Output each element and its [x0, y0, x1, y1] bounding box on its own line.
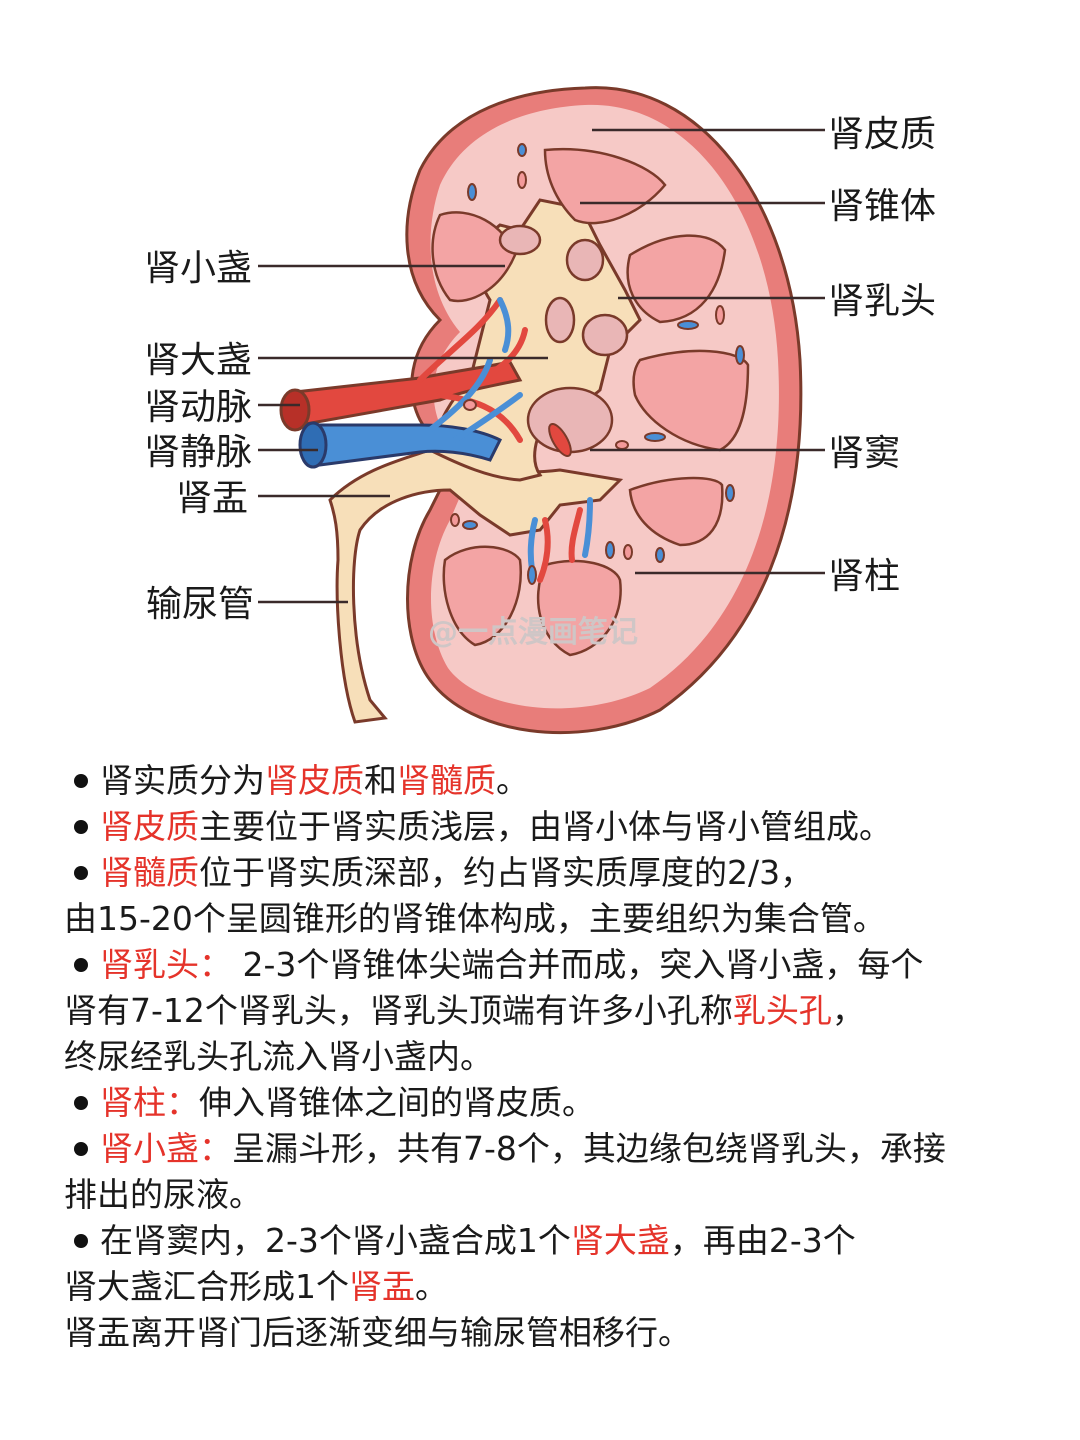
note-text: 伸入肾锥体之间的肾皮质。 [199, 1083, 595, 1122]
note-text: 位于肾实质深部，约占肾实质厚度的2/3， [199, 853, 814, 892]
bullet-icon [74, 773, 88, 788]
highlight-term: 肾乳头： [100, 945, 232, 984]
note-line-9: 肾小盏：呈漏斗形，共有7-8个，其边缘包绕肾乳头，承接 [64, 1126, 1054, 1172]
label-pelvis: 肾盂 [176, 478, 248, 519]
note-line-4: 由15-20个呈圆锥形的肾锥体构成，主要组织为集合管。 [64, 896, 1054, 942]
highlight-term: 肾皮质 [100, 807, 199, 846]
label-vein: 肾静脉 [144, 432, 252, 473]
highlight-term: 肾皮质 [265, 761, 364, 800]
highlight-term: 肾大盏 [570, 1221, 670, 1260]
note-line-3: 肾髓质位于肾实质深部，约占肾实质厚度的2/3， [64, 850, 1054, 896]
note-text: 肾实质分为 [100, 761, 265, 800]
highlight-term: 肾柱： [100, 1083, 199, 1122]
note-line-7: 终尿经乳头孔流入肾小盏内。 [64, 1034, 1054, 1080]
notes-section: 肾实质分为肾皮质和肾髓质。 肾皮质主要位于肾实质浅层，由肾小体与肾小管组成。 肾… [64, 758, 1054, 1356]
label-minor-calyx: 肾小盏 [144, 248, 252, 289]
note-line-5: 肾乳头： 2-3个肾锥体尖端合并而成，突入肾小盏，每个 [64, 942, 1054, 988]
sinus-pocket-4 [565, 238, 605, 282]
label-artery: 肾动脉 [144, 387, 252, 428]
sinus-pocket-5 [498, 224, 542, 256]
cortical-vessels [450, 143, 745, 585]
note-line-12: 肾大盏汇合形成1个肾盂。 [64, 1264, 1054, 1310]
watermark: @一点漫画笔记 [428, 615, 638, 650]
note-text: 在肾窦内，2-3个肾小盏合成1个 [100, 1221, 571, 1260]
vein-opening [298, 421, 328, 469]
label-pyramid: 肾锥体 [828, 186, 936, 227]
sinus-pocket-3 [544, 296, 576, 344]
bullet-icon [74, 819, 88, 834]
label-sinus: 肾窦 [828, 433, 900, 474]
note-text: 2-3个肾锥体尖端合并而成，突入肾小盏，每个 [232, 945, 924, 984]
note-text: ，再由2-3个 [669, 1221, 856, 1260]
note-text: 排出的尿液。 [64, 1175, 262, 1214]
bullet-icon [74, 1095, 88, 1110]
highlight-term: 肾盂 [349, 1267, 415, 1306]
label-column: 肾柱 [828, 556, 900, 597]
note-text: 肾有7-12个肾乳头，肾乳头顶端有许多小孔称 [64, 991, 733, 1030]
label-cortex: 肾皮质 [828, 114, 936, 155]
label-papilla: 肾乳头 [828, 281, 936, 322]
note-line-2: 肾皮质主要位于肾实质浅层，由肾小体与肾小管组成。 [64, 804, 1054, 850]
renal-vein [308, 423, 503, 467]
note-text: 。 [415, 1267, 448, 1306]
highlight-term: 乳头孔 [732, 991, 832, 1030]
note-text: 肾盂离开肾门后逐渐变细与输尿管相移行。 [64, 1313, 691, 1352]
highlight-term: 肾髓质 [100, 853, 199, 892]
note-text: 终尿经乳头孔流入肾小盏内。 [64, 1037, 493, 1076]
note-line-11: 在肾窦内，2-3个肾小盏合成1个肾大盏，再由2-3个 [64, 1218, 1054, 1264]
label-ureter: 输尿管 [146, 584, 254, 625]
bullet-icon [74, 1141, 88, 1156]
pyramid-1 [431, 211, 517, 303]
pyramid-2 [543, 148, 667, 225]
note-line-6: 肾有7-12个肾乳头，肾乳头顶端有许多小孔称乳头孔， [64, 988, 1054, 1034]
note-text: 和 [364, 761, 397, 800]
bullet-icon [74, 1233, 88, 1248]
note-text: ， [831, 991, 865, 1030]
highlight-term: 肾小盏： [100, 1129, 232, 1168]
bullet-icon [74, 957, 88, 972]
note-line-8: 肾柱：伸入肾锥体之间的肾皮质。 [64, 1080, 1054, 1126]
note-line-13: 肾盂离开肾门后逐渐变细与输尿管相移行。 [64, 1310, 1054, 1356]
note-text: 呈漏斗形，共有7-8个，其边缘包绕肾乳头，承接 [232, 1129, 946, 1168]
pyramid-5 [628, 476, 724, 547]
note-line-10: 排出的尿液。 [64, 1172, 1054, 1218]
sinus-pocket-2 [581, 313, 629, 357]
note-text: 。 [496, 761, 529, 800]
leader-lines [258, 128, 825, 604]
note-line-1: 肾实质分为肾皮质和肾髓质。 [64, 758, 1054, 804]
pyramid-6 [536, 559, 622, 657]
vein-branches [427, 297, 593, 573]
highlight-term: 肾髓质 [397, 761, 496, 800]
bullet-icon [74, 865, 88, 880]
artery-opening [279, 388, 311, 432]
label-major-calyx: 肾大盏 [144, 340, 252, 381]
note-text: 由15-20个呈圆锥形的肾锥体构成，主要组织为集合管。 [64, 899, 886, 938]
note-text: 肾大盏汇合形成1个 [64, 1267, 349, 1306]
note-text: 主要位于肾实质浅层，由肾小体与肾小管组成。 [199, 807, 892, 846]
kidney-diagram: 肾皮质 肾锥体 肾乳头 肾窦 肾柱 肾小盏 肾大盏 肾动脉 肾静脉 肾盂 输尿管… [144, 86, 936, 734]
pyramid-7 [442, 545, 523, 647]
artery-branches [417, 297, 583, 583]
